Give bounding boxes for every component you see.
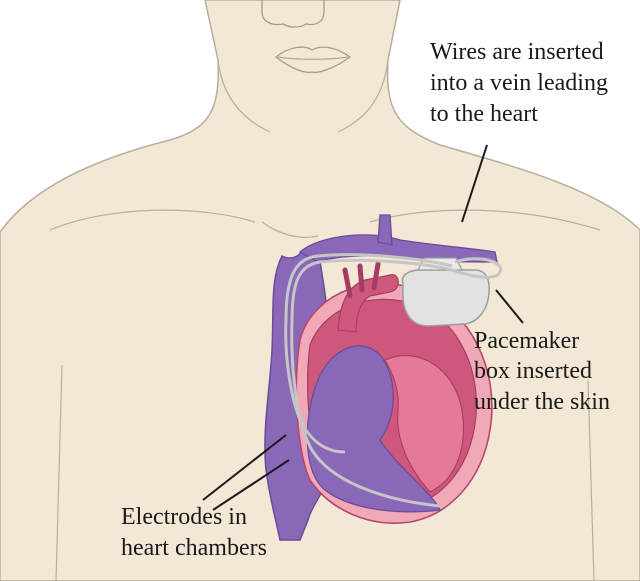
label-wires-line-1: Wires are inserted xyxy=(430,38,604,67)
label-pacemaker-line-3: under the skin xyxy=(474,388,610,417)
label-pacemaker-line-1: Pacemaker xyxy=(474,327,579,356)
label-wires-line-2: into a vein leading xyxy=(430,69,608,98)
label-electrodes-line-1: Electrodes in xyxy=(121,503,247,532)
pacemaker-device xyxy=(402,270,489,326)
jugular-vein xyxy=(378,215,392,245)
label-pacemaker-line-2: box inserted xyxy=(474,357,592,386)
label-electrodes-line-2: heart chambers xyxy=(121,534,267,563)
label-wires-line-3: to the heart xyxy=(430,100,538,129)
